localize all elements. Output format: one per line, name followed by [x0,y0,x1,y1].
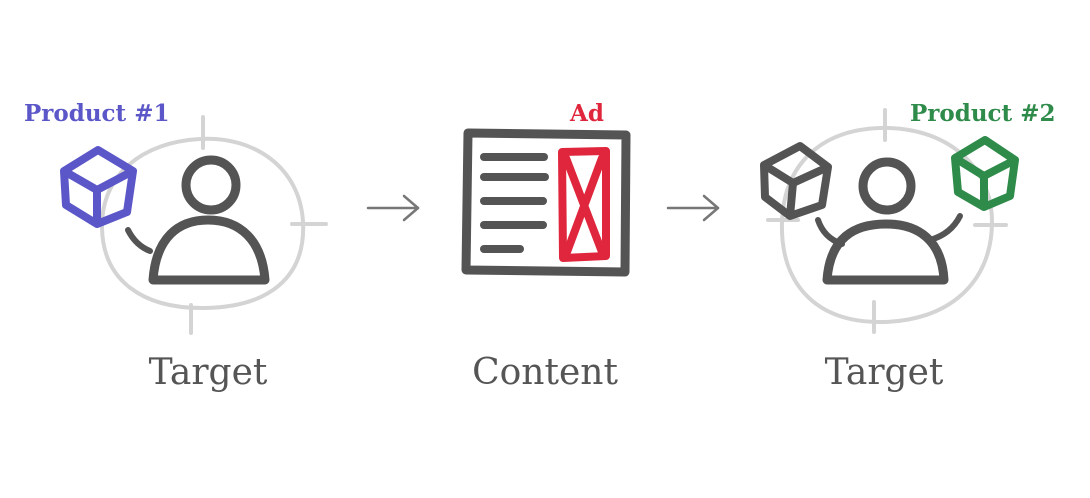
crossed-box-icon [558,147,610,262]
link-dash [927,213,963,243]
product-1-label: Product #1 [24,100,170,127]
cube-icon [760,142,832,220]
link-dash [815,217,845,247]
product-2-label: Product #2 [910,100,1056,127]
target-group-right [760,108,1019,334]
target-caption-left: Target [148,352,268,393]
person-icon [148,155,270,285]
target-caption-right: Target [824,352,944,393]
arrow-right-icon [366,194,420,222]
ad-label: Ad [570,100,604,127]
person-icon [822,157,949,285]
content-caption: Content [472,352,618,393]
crosshair-icon [99,115,328,335]
cube-icon [60,146,137,228]
arrow-right-icon [666,194,720,222]
content-group [461,128,631,277]
cube-icon [951,136,1019,211]
document-icon [461,128,631,277]
target-group-left [60,115,328,335]
link-dash [125,227,153,254]
